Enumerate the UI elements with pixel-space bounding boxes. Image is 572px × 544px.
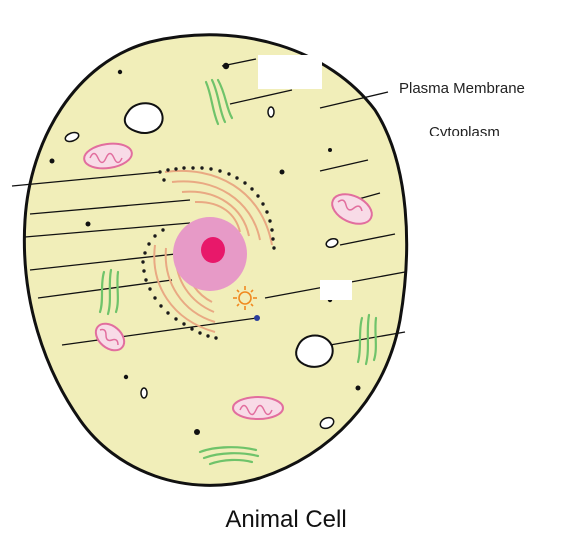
vesicle <box>319 416 335 430</box>
vesicle <box>267 106 275 118</box>
ribosomes-er-top <box>158 166 276 250</box>
leader-line <box>339 233 396 246</box>
mitochondrion <box>83 142 133 170</box>
label-mask <box>258 55 322 89</box>
golgi-apparatus <box>198 446 260 466</box>
leader-line <box>229 89 293 105</box>
vesicle <box>64 131 80 143</box>
leader-line <box>319 159 369 172</box>
label-cytoplasm: Cytoplasm <box>429 124 500 136</box>
free-ribosomes <box>49 62 361 435</box>
ribosomes-er-lower <box>141 228 218 340</box>
vacuole <box>123 102 164 134</box>
label-plasma-membrane: Plasma Membrane <box>399 80 525 97</box>
leader-line <box>29 199 191 215</box>
leader-line <box>11 171 161 187</box>
diagram-title: Animal Cell <box>225 506 347 533</box>
mitochondrion <box>94 322 126 352</box>
golgi-apparatus <box>356 313 378 366</box>
nucleolus <box>201 237 225 263</box>
leader-line <box>37 279 173 299</box>
leader-line <box>24 222 191 238</box>
mitochondrion <box>232 396 284 420</box>
vesicle <box>325 237 339 249</box>
golgi-apparatus <box>204 78 234 126</box>
label-mask <box>320 280 352 300</box>
mitochondrion <box>331 193 373 225</box>
leader-line <box>61 317 258 346</box>
vesicle <box>140 387 148 399</box>
vacuole <box>295 334 334 368</box>
centrosome <box>233 286 257 310</box>
rough-er <box>164 169 273 246</box>
golgi-apparatus <box>98 268 120 316</box>
leader-line <box>319 91 389 109</box>
centriole-dot <box>254 315 260 321</box>
